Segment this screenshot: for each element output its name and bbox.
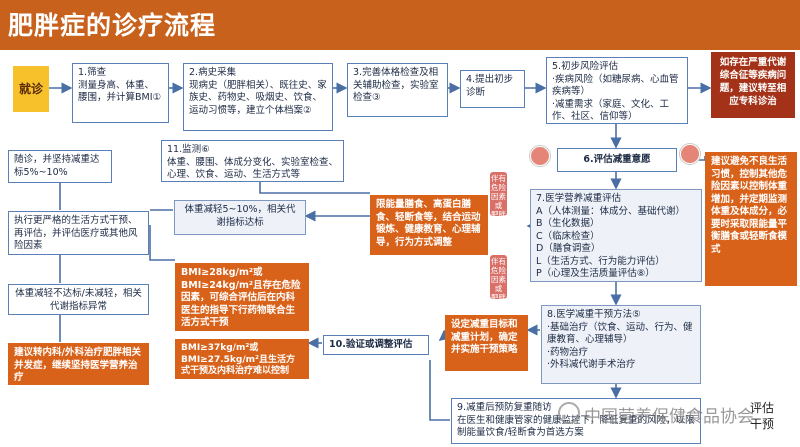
strict-intervention-box: 执行更严格的生活方式干预、再评估，并评估医疗或其他风险因素 xyxy=(8,211,149,255)
advice-right-box: 建议避免不良生活习惯，控制其他危险因素以控制体重增加，并定期监测体重及体成分，必… xyxy=(705,152,797,286)
diet-intervention-box: 限能量膳食、高蛋白膳食、轻断食等，结合运动锻炼、健康教育、心理辅导，行为方式调整 xyxy=(370,195,488,255)
step-5-risk: 5.初步风险评估 ·疾病风险（如糖尿病、心血管疾病等） ·减重需求（家庭、文化、… xyxy=(546,57,688,124)
red-circle-right xyxy=(680,144,700,164)
step-10-verify: 10.验证或调整评估 xyxy=(323,335,429,355)
page-title: 肥胖症的诊疗流程 xyxy=(8,11,217,40)
followup-box: 随诊，并坚持减重达标5%~10% xyxy=(8,150,112,183)
step-4-diagnosis: 4.提出初步诊断 xyxy=(460,70,525,108)
step-8-intervention: 8.医学减重干预方法⑤ ·基础治疗（饮食、运动、行为、健康教育、心理辅导） ·药… xyxy=(541,305,701,384)
step-2-history: 2.病史采集 现病史（肥胖相关）、既往史、家族史、药物史、吸烟史、饮食、运动习惯… xyxy=(183,63,333,131)
bmi-criteria-box: BMI≥28kg/m²或BMI≥24kg/m²且存在危险因素，可综合评估后在内科… xyxy=(175,263,309,331)
header-bar: 肥胖症的诊疗流程 xyxy=(0,0,800,50)
risk-tag-lower: 伴有 危险 因素 或 肥胖 xyxy=(490,255,507,302)
line-bmi-strict xyxy=(149,225,175,261)
watermark-icon xyxy=(558,402,580,424)
line-s10-s9 xyxy=(429,360,450,421)
referral-box: 建议转内科/外科治疗肥胖相关并发症，继续坚持医学营养治疗 xyxy=(8,343,149,385)
step-1-screening: 1.筛查 测量身高、体重、腰围，并计算BMI① xyxy=(72,63,169,123)
red-circle-left xyxy=(530,146,550,166)
watermark-text: 中国营养保健食品协会 xyxy=(584,407,754,427)
start-node: 就诊 xyxy=(13,66,49,112)
step-11-monitor: 11.监测⑥ 体重、腰围、体成分变化、实验室检查、心理、饮食、运动、生活方式等 xyxy=(161,140,344,182)
risk-tag-upper: 伴有 危险 因素 或 肥胖 xyxy=(490,172,507,219)
step-3-exam: 3.完善体格检查及相关辅助检查，实验室检查③ xyxy=(347,63,448,117)
arrow-goal-s10 xyxy=(438,329,451,341)
step-6-willingness: 6.评估减重意愿 xyxy=(557,148,677,172)
set-goal-box: 设定减重目标和减重计划，确定并实施干预策略 xyxy=(445,315,528,371)
step-7-nutrition-assessment: 7.医学营养减重评估 A（人体测量：体成分、基础代谢） B（生化数据） C（临床… xyxy=(530,189,702,282)
loss-5-10-box: 体重减轻5~10%，相关代谢指标达标 xyxy=(174,200,306,235)
severe-referral-box: 如存在严重代谢综合征等疾病问题，建议转至相应专科诊治 xyxy=(711,52,795,118)
not-reached-box: 体重减轻不达标/未减轻，相关代谢指标异常 xyxy=(8,284,149,315)
assess-intervene-note: 评估 干预 xyxy=(750,401,775,431)
bmi-surgery-box: BMI≥37kg/m²或BMI≥27.5kg/m²且生活方式干预及内科治疗难以控… xyxy=(175,339,309,379)
